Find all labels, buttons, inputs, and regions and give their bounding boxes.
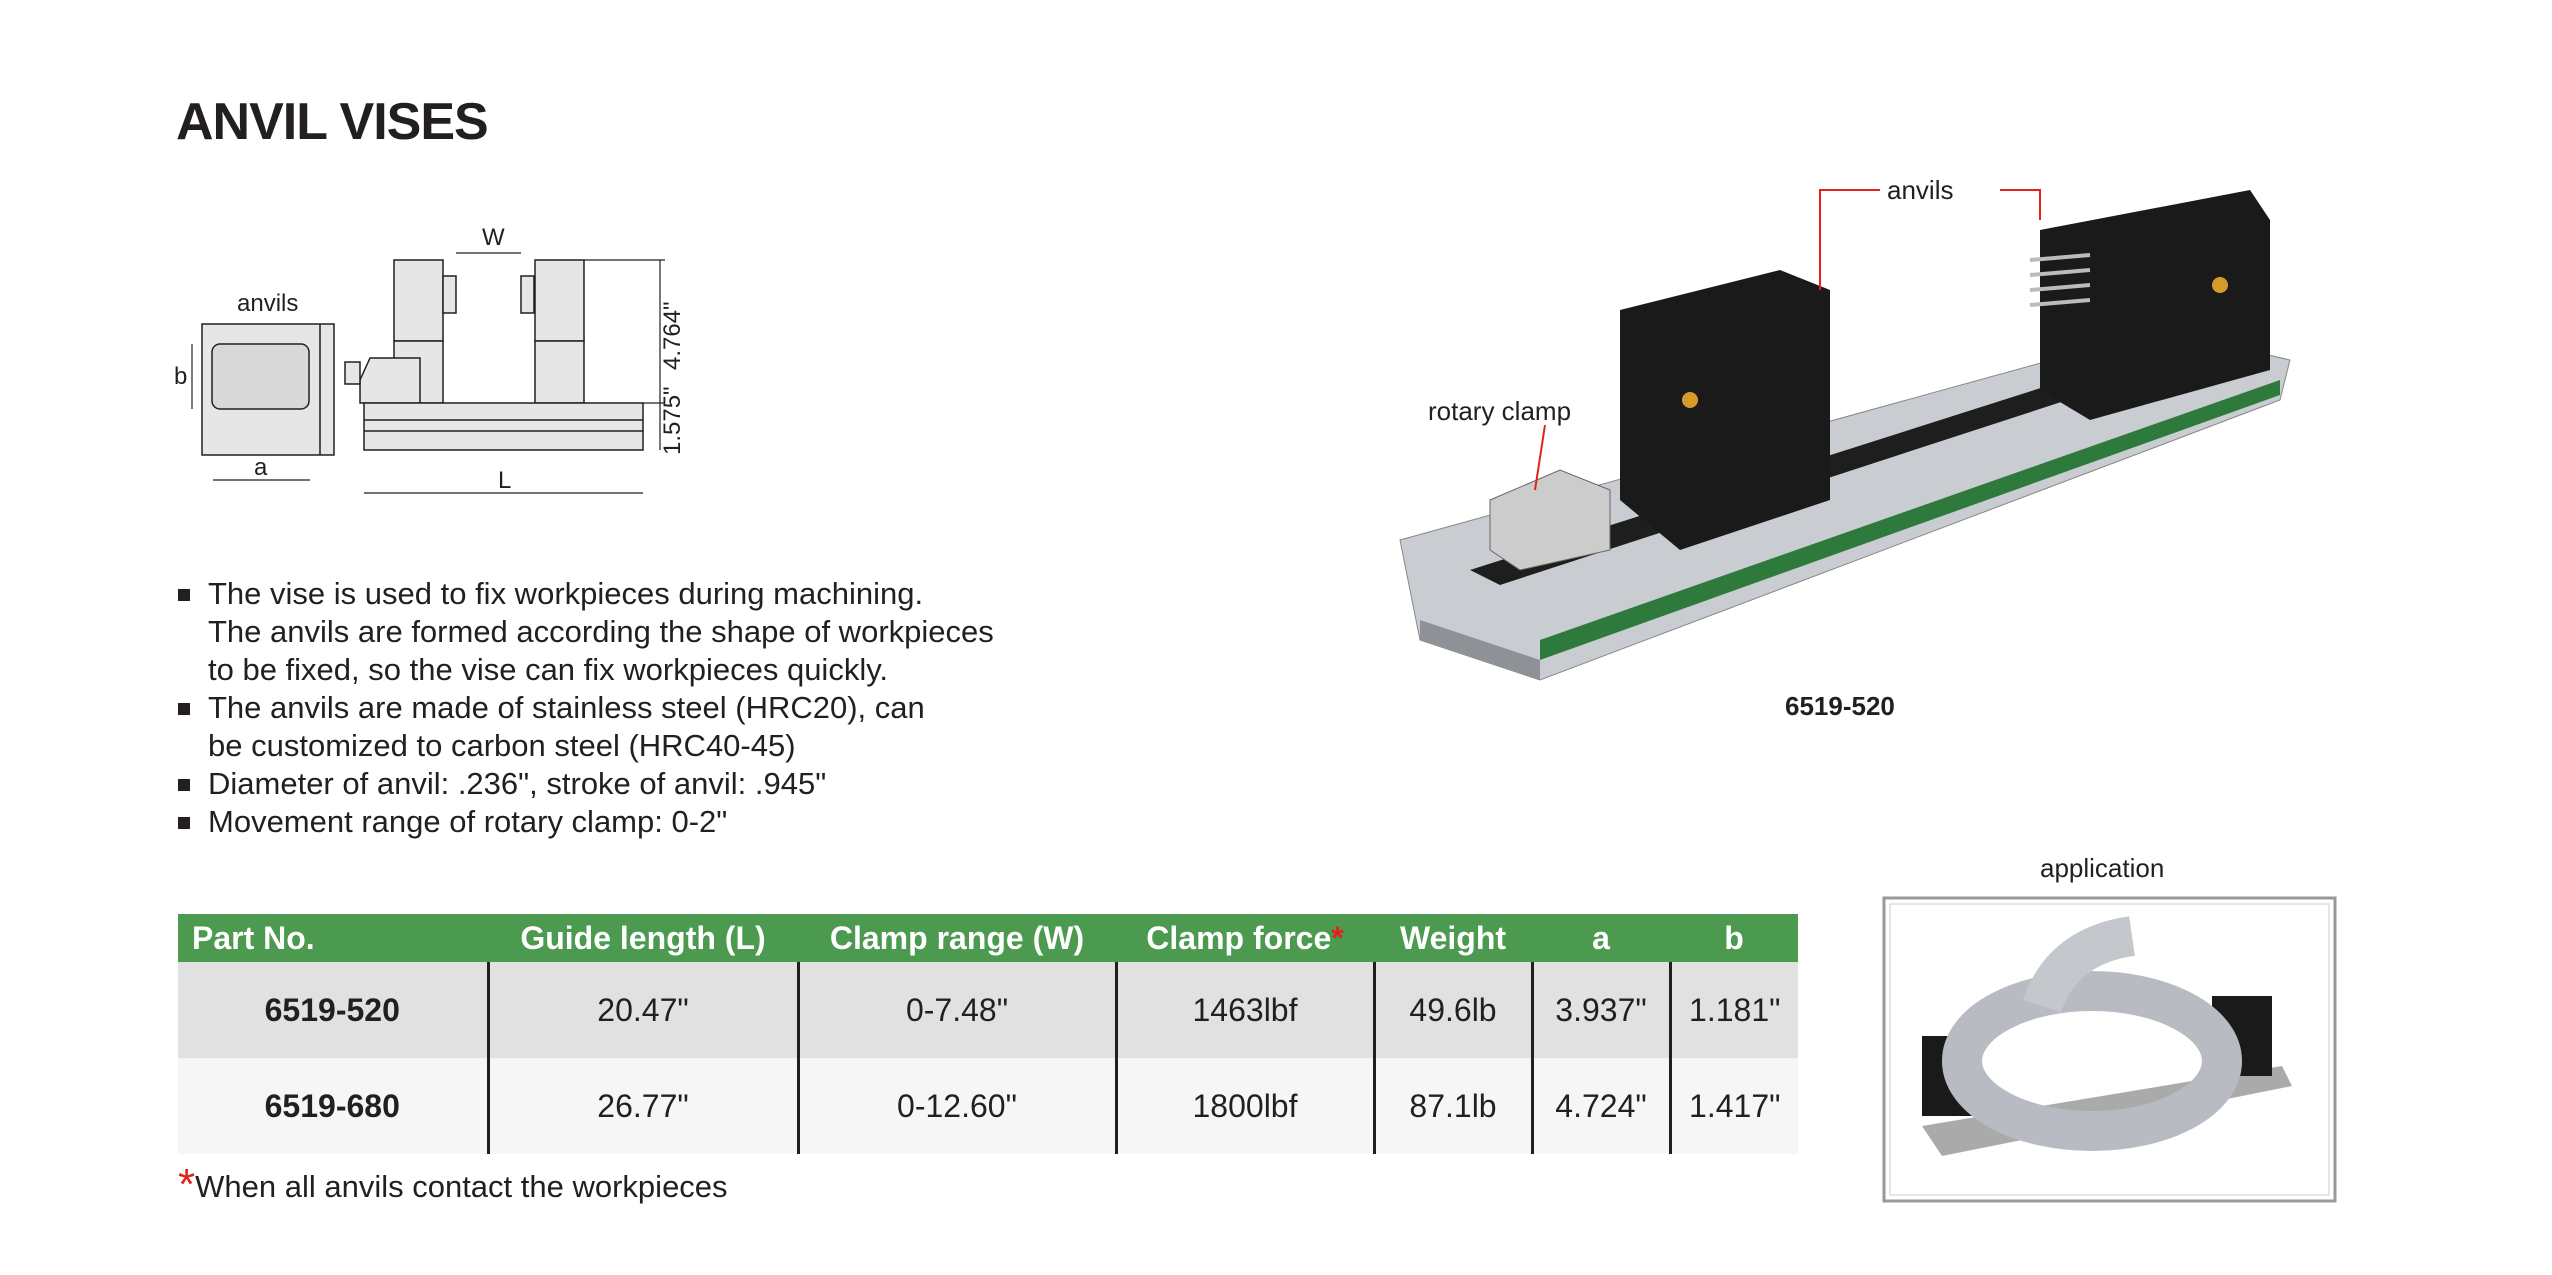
photo-caption: 6519-520 bbox=[1785, 691, 1895, 721]
cell: 3.937" bbox=[1530, 962, 1670, 1058]
anvils-label: anvils bbox=[237, 290, 298, 317]
col-weight: Weight bbox=[1374, 914, 1532, 962]
footnote: *When all anvils contact the workpieces bbox=[178, 1160, 728, 1209]
cell: 6519-680 bbox=[178, 1058, 488, 1154]
cell: 87.1lb bbox=[1372, 1058, 1532, 1154]
cell: 1463lbf bbox=[1114, 962, 1374, 1058]
col-clamp-range: Clamp range (W) bbox=[798, 914, 1116, 962]
cell: 49.6lb bbox=[1372, 962, 1532, 1058]
guide-base bbox=[363, 402, 644, 451]
application-photo bbox=[1882, 896, 2337, 1203]
cell: 0-7.48" bbox=[796, 962, 1116, 1058]
cell: 1800lbf bbox=[1114, 1058, 1374, 1154]
feature-list: The vise is used to fix workpieces durin… bbox=[178, 575, 994, 841]
rotary-clamp-label: rotary clamp bbox=[1428, 396, 1571, 426]
cell: 1.417" bbox=[1668, 1058, 1798, 1154]
bullet-item: The anvils are made of stainless steel (… bbox=[178, 689, 994, 765]
dim-a: a bbox=[254, 454, 268, 481]
col-a: a bbox=[1532, 914, 1670, 962]
col-guide-length: Guide length (L) bbox=[488, 914, 798, 962]
cell: 4.724" bbox=[1530, 1058, 1670, 1154]
dim-w: W bbox=[482, 224, 505, 251]
dim-height-top: 4.764" bbox=[659, 301, 686, 370]
bullet-item: Movement range of rotary clamp: 0-2" bbox=[178, 803, 994, 841]
cell: 6519-520 bbox=[178, 962, 488, 1058]
product-photo: anvils rotary clamp 6519-520 bbox=[1399, 175, 2291, 721]
technical-drawing: anvils b a W L 4.764" 1.575" bbox=[174, 224, 686, 494]
spec-table: Part No. Guide length (L) Clamp range (W… bbox=[178, 914, 1798, 1154]
table-header: Part No. Guide length (L) Clamp range (W… bbox=[178, 914, 1798, 962]
right-jaw bbox=[534, 259, 585, 342]
photo-anvils-label: anvils bbox=[1887, 175, 1953, 205]
col-part-no: Part No. bbox=[178, 914, 488, 962]
cell: 26.77" bbox=[486, 1058, 798, 1154]
left-jaw bbox=[393, 259, 444, 342]
cell: 20.47" bbox=[486, 962, 798, 1058]
application-label: application bbox=[2040, 853, 2165, 883]
col-b: b bbox=[1670, 914, 1798, 962]
bullet-item: The vise is used to fix workpieces durin… bbox=[178, 575, 994, 689]
anvil-grid bbox=[211, 343, 310, 410]
cell: 0-12.60" bbox=[796, 1058, 1116, 1154]
bullet-item: Diameter of anvil: .236", stroke of anvi… bbox=[178, 765, 994, 803]
cell: 1.181" bbox=[1668, 962, 1798, 1058]
dim-b: b bbox=[174, 363, 187, 390]
col-clamp-force: Clamp force* bbox=[1116, 914, 1374, 962]
dim-l: L bbox=[498, 467, 511, 494]
page-title: ANVIL VISES bbox=[176, 93, 489, 151]
dim-height-base: 1.575" bbox=[659, 386, 686, 455]
